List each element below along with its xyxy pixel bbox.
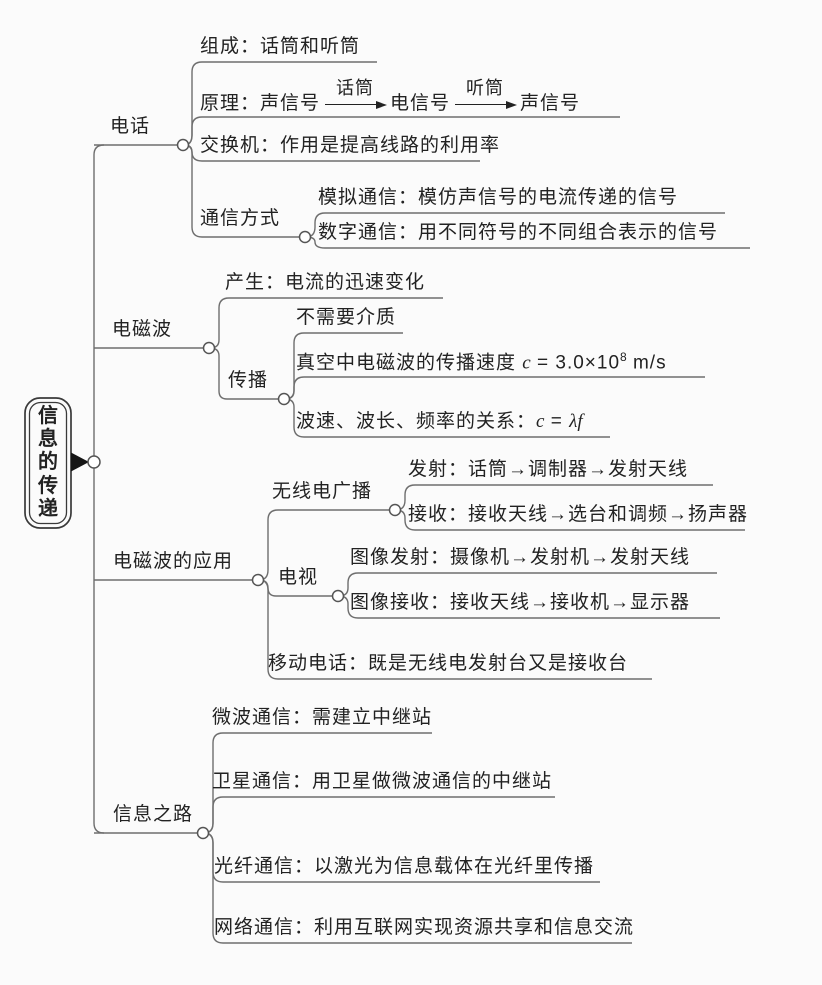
em-wave-joint [202,341,216,355]
relation-c: c [536,411,545,432]
leaf-generation: 产生：电流的迅速变化 [225,272,426,293]
leaf-tv-transmit: 图像发射：摄像机→发射机→发射天线 [350,547,691,568]
leaf-switchboard: 交换机：作用是提高线路的利用率 [200,135,501,156]
principle-via-1: 话筒 [336,78,375,98]
phone-joint [176,138,190,152]
relation-frequency: f [577,411,583,432]
leaf-digital: 数字通信：用不同符号的不同组合表示的信号 [318,222,719,243]
leaf-no-medium: 不需要介质 [296,307,397,328]
principle-arrow-2: 听筒 [455,78,518,109]
branch-label-info-road: 信息之路 [113,804,194,825]
speed-variable: c [522,352,531,374]
leaf-radio-transmit: 发射：话筒→调制器→发射天线 [408,459,689,480]
leaf-analog: 模拟通信：模仿声信号的电流传递的信号 [318,187,679,208]
speed-prefix: 真空中电磁波的传播速度 [296,352,523,374]
speed-unit: m/s [626,352,667,374]
branch-label-phone: 电话 [110,116,151,137]
leaf-tv-receive: 图像接收：接收天线→接收机→显示器 [350,592,691,613]
leaf-speed: 真空中电磁波的传播速度 c = 3.0×108 m/s [296,350,667,375]
radio-joint [388,503,402,517]
leaf-relation: 波速、波长、频率的关系：c = λf [296,410,583,434]
principle-label: 原理： [200,92,261,114]
node-label-radio: 无线电广播 [272,481,373,502]
principle-arrow-1: 话筒 [325,78,388,109]
spine-line [93,144,105,834]
propagation-joint [277,392,291,406]
node-label-comm-mode: 通信方式 [200,208,281,229]
node-label-propagation: 传播 [228,370,269,391]
branch-label-em-wave: 电磁波 [112,319,173,340]
node-label-tv: 电视 [278,567,319,588]
right-arrow-icon [325,99,388,109]
leaf-principle: 原理：声信号 话筒 电信号 听筒 声信号 [200,78,580,116]
relation-equals: = [544,411,570,432]
right-arrow-icon [455,99,518,109]
leaf-microwave: 微波通信：需建立中继站 [212,707,433,728]
root-joint [87,455,101,469]
root-title: 信息的传递 [38,404,58,521]
leaf-network: 网络通信：利用互联网实现资源共享和信息交流 [214,917,635,938]
principle-signal-2: 电信号 [390,92,451,114]
tv-joint [331,589,345,603]
root-node-inner-box [28,401,68,525]
root-node: 信息的传递 [25,398,71,528]
principle-signal-3: 声信号 [520,92,581,114]
leaf-fiber: 光纤通信：以激光为信息载体在光纤里传播 [214,856,595,877]
leaf-line-speed [284,376,705,400]
leaf-mobile: 移动电话：既是无线电发射台又是接收台 [268,653,629,674]
branch-label-em-app: 电磁波的应用 [113,551,234,572]
relation-lambda: λ [569,411,578,432]
comm-mode-joint [298,230,312,244]
relation-prefix: 波速、波长、频率的关系： [296,411,537,432]
root-arrow-icon [71,452,89,472]
em-app-joint [251,573,265,587]
principle-via-2: 听筒 [466,78,505,98]
leaf-composition: 组成：话筒和听筒 [200,36,361,57]
speed-value: = 3.0×10 [530,352,621,374]
leaf-line-satellite [203,796,555,834]
info-road-joint [196,826,210,840]
principle-signal-1: 声信号 [260,92,321,114]
leaf-radio-receive: 接收：接收天线→选台和调频→扬声器 [408,504,749,525]
speed-exponent: 8 [620,350,627,364]
leaf-satellite: 卫星通信：用卫星做微波通信的中继站 [212,771,553,792]
